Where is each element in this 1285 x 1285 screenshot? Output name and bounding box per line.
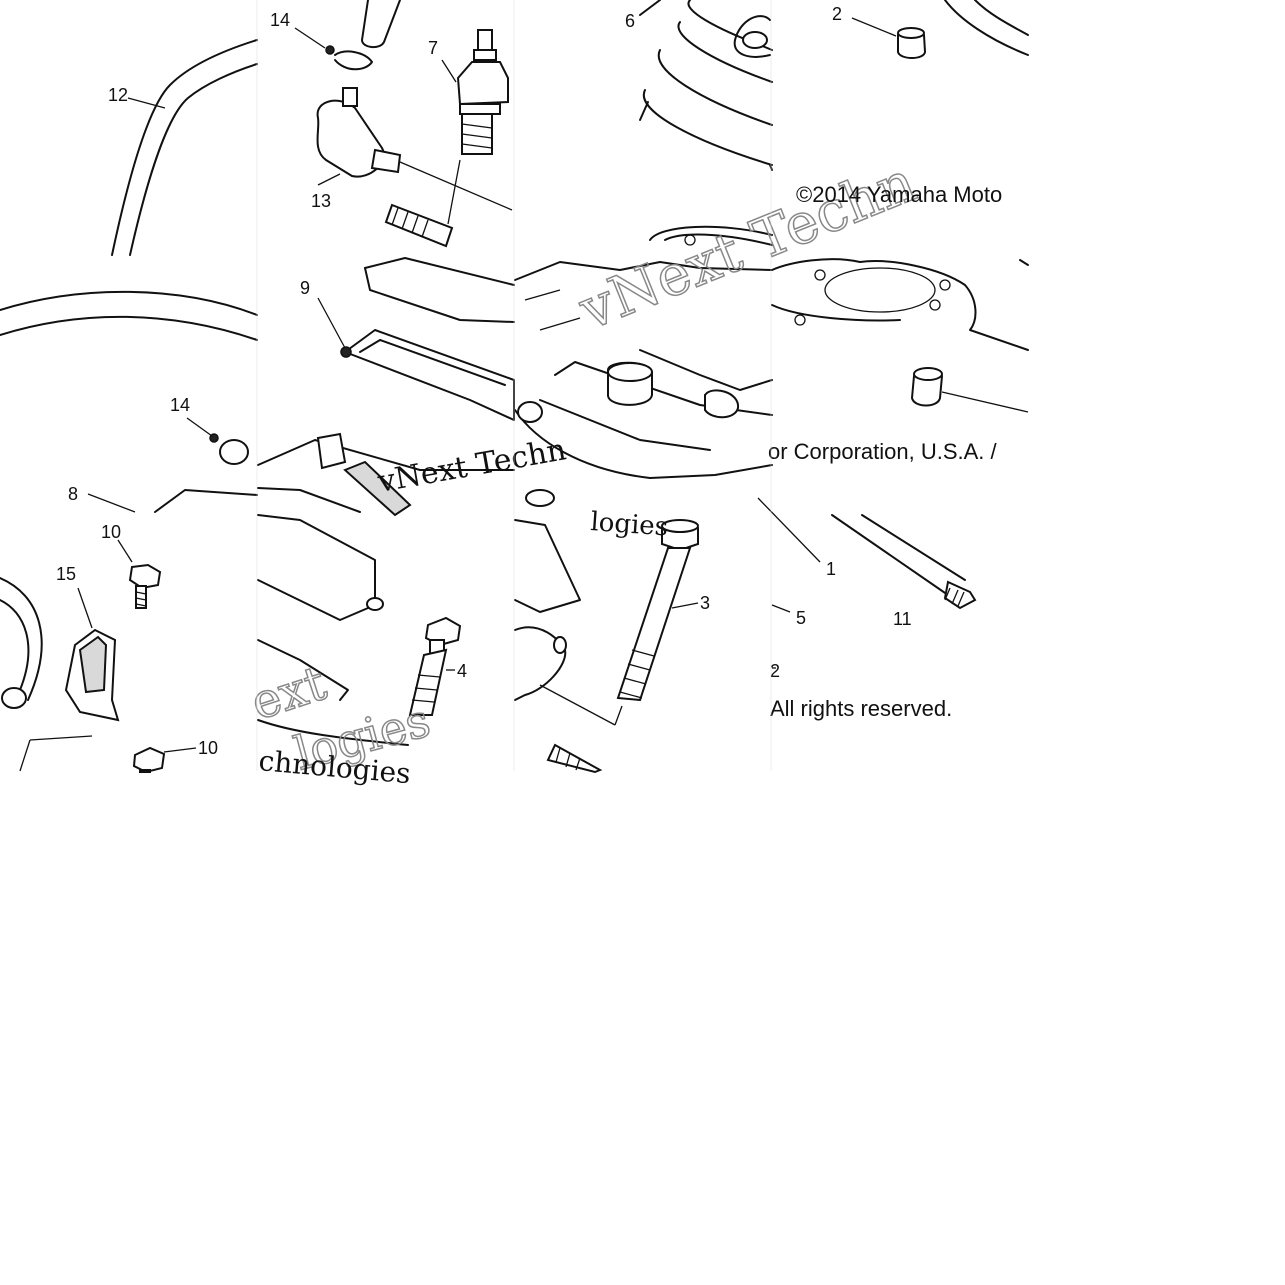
callout-1: 1 xyxy=(826,559,836,579)
callout-13: 13 xyxy=(311,191,331,211)
pipe-top xyxy=(361,0,401,48)
bracket-part-15 xyxy=(64,587,120,722)
hose-bend-part xyxy=(0,290,258,341)
hose-end-part xyxy=(0,577,43,709)
clip-part-14-upper xyxy=(294,27,373,71)
bolt-part-10-upper xyxy=(117,539,162,609)
long-stud-part-11 xyxy=(831,514,977,610)
pulley-part-6 xyxy=(639,0,773,171)
dowel-part-2-lower xyxy=(910,367,1029,413)
callout-12: 12 xyxy=(108,85,128,105)
callout-10: 10 xyxy=(198,738,218,758)
callout-15: 15 xyxy=(56,564,76,584)
stud-part xyxy=(384,203,454,248)
cylinder-block xyxy=(514,261,773,479)
callout-11: 11 xyxy=(893,609,912,629)
callout-2: 2 xyxy=(832,4,842,24)
callout-3: 3 xyxy=(700,593,710,613)
callout-8: 8 xyxy=(68,484,78,504)
copyright-line-1: ©2014 Yamaha Moto xyxy=(796,182,1002,207)
lower-crankcase xyxy=(514,489,581,701)
manifold-body xyxy=(257,432,515,517)
intake-plate xyxy=(364,257,515,323)
callout-5: 5 xyxy=(796,608,806,628)
dowel-part-2-upper xyxy=(851,0,1029,59)
callout-6: 6 xyxy=(625,11,635,31)
head-gasket-top xyxy=(649,225,773,246)
callout-10: 10 xyxy=(101,522,121,542)
bolt-part-10-lower xyxy=(132,746,197,774)
head-gasket-part xyxy=(771,258,1029,351)
stud-lower xyxy=(546,743,603,774)
spark-plug-part-7 xyxy=(441,29,509,225)
callout-4: 4 xyxy=(457,661,467,681)
mounting-plate xyxy=(257,514,409,746)
copyright-line-2: or Corporation, U.S.A. / xyxy=(768,439,998,464)
bolt-part-4 xyxy=(408,616,462,716)
watermark-text: logies xyxy=(590,507,670,542)
watermark-text: vNext Techn xyxy=(570,150,925,344)
callout-14: 14 xyxy=(270,10,290,30)
copyright-line-3: All rights reserved. xyxy=(770,696,952,721)
tile-seams xyxy=(256,0,772,771)
callout-2: 2 xyxy=(770,661,780,681)
breather-hose-part-12 xyxy=(111,39,258,256)
plug-cap-part-13 xyxy=(316,87,513,211)
callout-14: 14 xyxy=(170,395,190,415)
callout-9: 9 xyxy=(300,278,310,298)
gasket-part-9 xyxy=(317,297,515,421)
callout-7: 7 xyxy=(428,38,438,58)
housing-part-8 xyxy=(87,489,258,513)
clip-part-14-lower xyxy=(186,417,249,465)
bolt-part-3 xyxy=(539,519,699,726)
